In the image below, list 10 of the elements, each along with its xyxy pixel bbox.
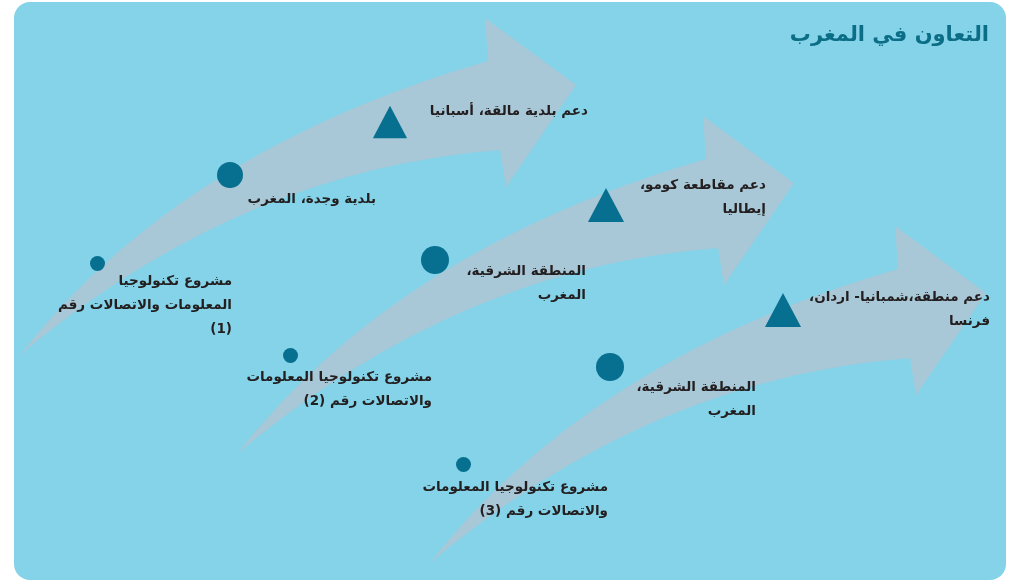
milestone-label: مشروع تكنولوجيا المعلومات والاتصالات رقم (3) bbox=[408, 474, 608, 522]
milestone-label: دعم مقاطعة كومو، إيطاليا bbox=[606, 172, 766, 220]
milestone-label: بلدية وجدة، المغرب bbox=[216, 186, 376, 210]
milestone-label: المنطقة الشرقية، المغرب bbox=[436, 258, 586, 306]
milestone-label: مشروع تكنولوجيا المعلومات والاتصالات رقم (1) bbox=[52, 268, 232, 340]
milestone-label: المنطقة الشرقية، المغرب bbox=[606, 374, 756, 422]
milestone-label: دعم بلدية مالقة، أسبانيا bbox=[398, 98, 588, 122]
milestone-label: دعم منطقة،شمبانيا- اردان، فرنسا bbox=[780, 284, 990, 332]
milestone-label: مشروع تكنولوجيا المعلومات والاتصالات رقم (2) bbox=[232, 364, 432, 412]
title: التعاون في المغرب bbox=[789, 22, 989, 46]
